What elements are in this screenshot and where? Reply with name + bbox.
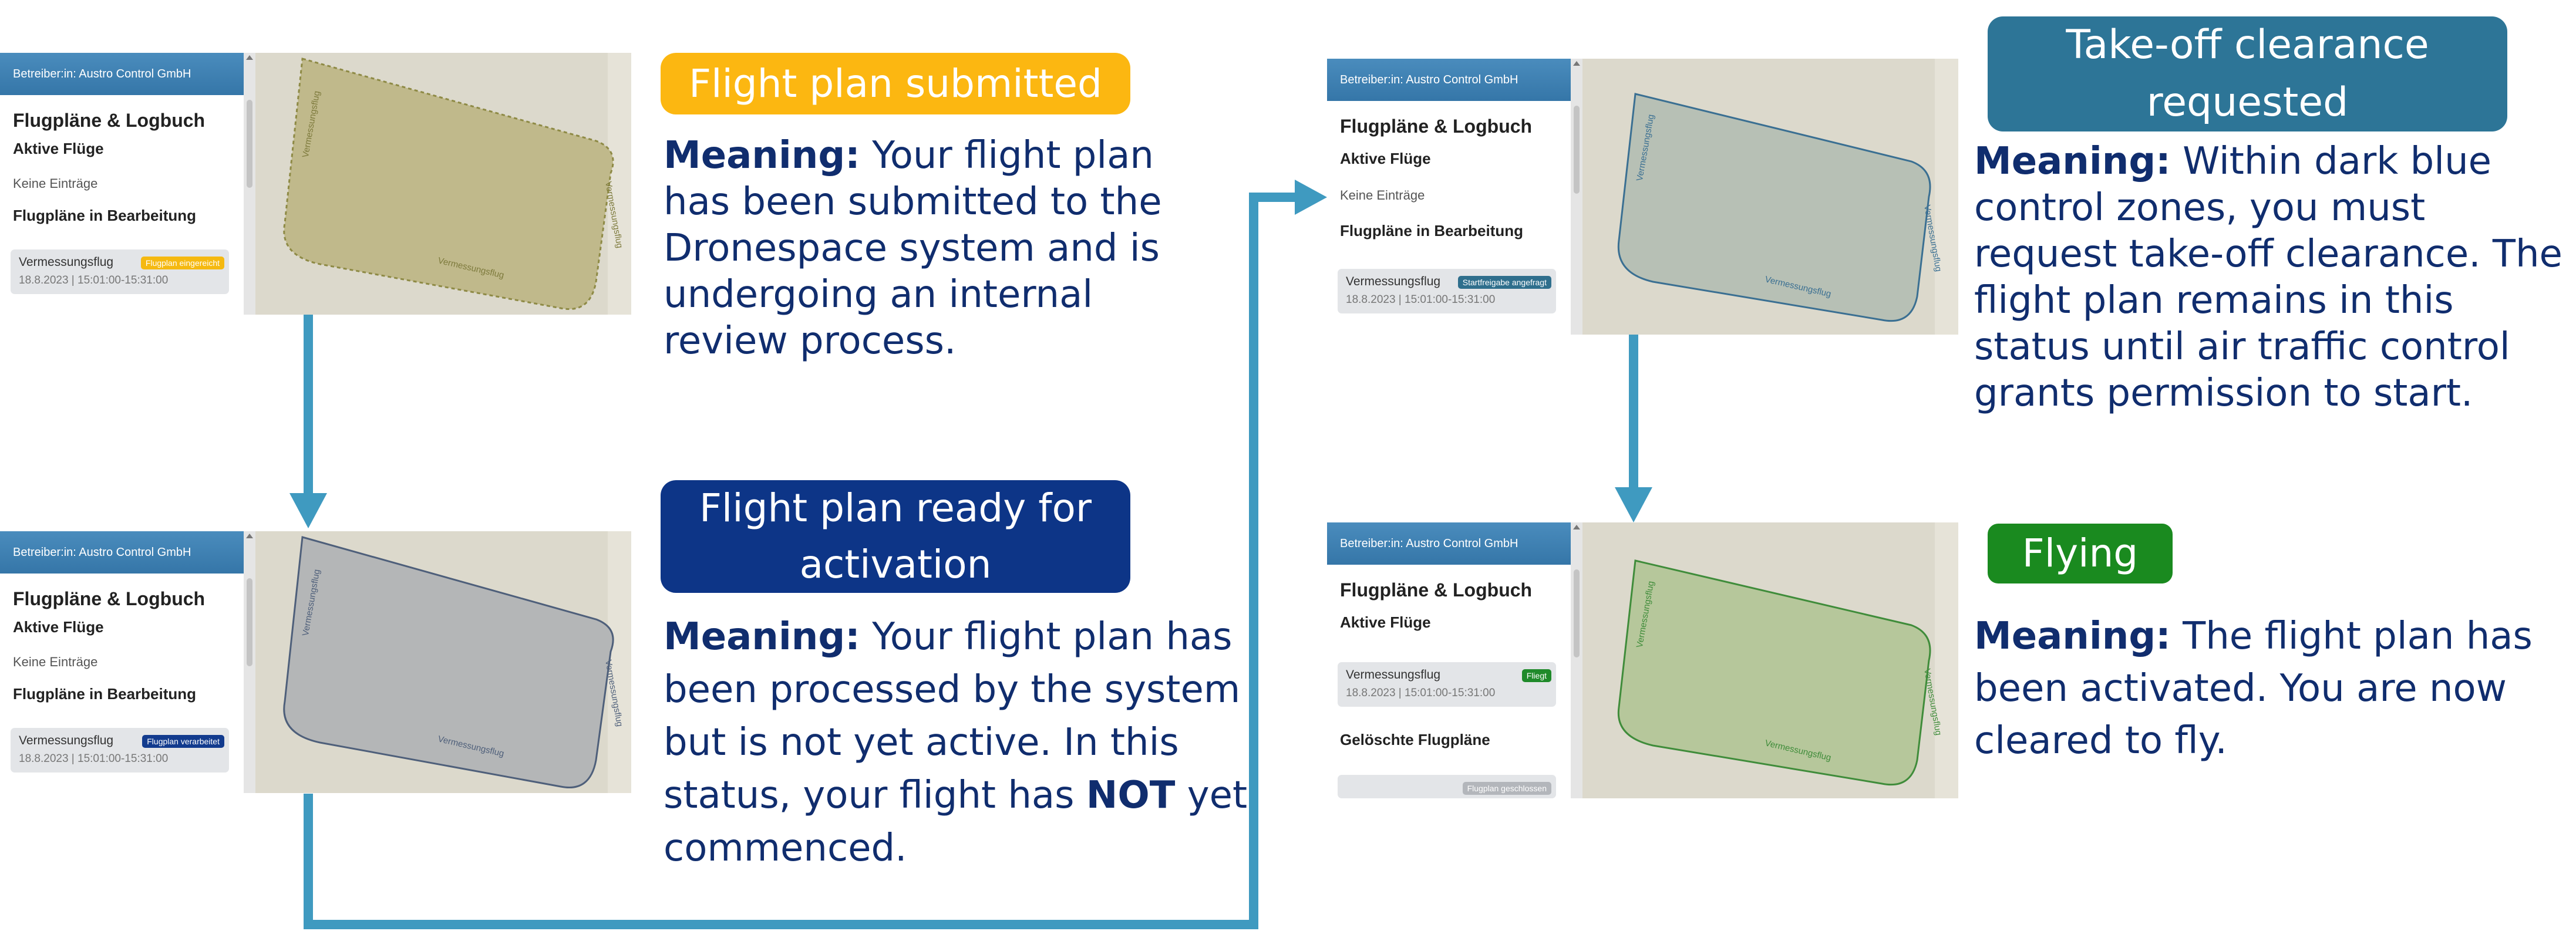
scroll-thumb[interactable] [247,100,252,188]
map-view[interactable]: Vermessungsflug Vermessungsflug Vermessu… [255,531,631,793]
active-flights-heading: Aktive Flüge [1340,613,1431,631]
meaning-label: Meaning: [664,134,860,177]
app-sidebar: Betreiber:in: Austro Control GmbH Flugpl… [1327,59,1582,335]
status-flying-text: The flight plan has been activated. You … [1974,615,2533,763]
scroll-up-icon[interactable] [1573,525,1580,529]
flight-name: Vermessungsflug [1346,275,1441,288]
app-title: Flugpläne & Logbuch [13,588,206,609]
arrow-ready-to-takeoff [304,193,1295,929]
status-submitted-title: Flight plan submitted [689,61,1102,106]
status-ready-title-line1: Flight plan ready for [699,485,1092,531]
active-flights-heading: Aktive Flüge [1340,150,1431,167]
meaning-label: Meaning: [1974,140,2171,183]
operator-header: Betreiber:in: Austro Control GmbH [0,53,244,95]
flight-card[interactable]: Vermessungsflug 18.8.2023 | 15:01:00-15:… [11,249,229,294]
flight-zone[interactable] [283,536,614,788]
flight-card[interactable]: Vermessungsflug 18.8.2023 | 15:01:00-15:… [11,728,229,773]
status-submitted-description: Meaning: Your flight plan has been submi… [664,133,1227,365]
status-flying-title: Flying [2022,531,2139,576]
active-flights-heading: Aktive Flüge [13,140,104,157]
scroll-thumb[interactable] [1574,569,1580,657]
status-submitted-title-box: Flight plan submitted [661,53,1130,114]
status-takeoff-title-line2: requested [2146,79,2349,126]
status-ready-title-line2: activation [799,542,992,587]
status-badge: Flugplan geschlossen [1462,782,1551,795]
in-progress-heading: Flugpläne in Bearbeitung [1340,222,1524,240]
status-badge: Flugplan verarbeitet [142,735,224,748]
operator-header: Betreiber:in: Austro Control GmbH [1327,522,1571,565]
deleted-heading: Gelöschte Flugpläne [1340,731,1490,748]
arrowhead-down-1 [289,493,327,528]
scrollbar[interactable] [244,531,255,793]
scroll-thumb[interactable] [1574,106,1580,194]
flight-card-closed[interactable]: Flugplan geschlossen [1338,775,1556,798]
map-view[interactable]: Vermessungsflug Vermessungsflug Vermessu… [255,53,631,315]
active-flights-heading: Aktive Flüge [13,618,104,636]
app-sidebar: Betreiber:in: Austro Control GmbH Flugpl… [0,531,255,793]
flight-card[interactable]: Vermessungsflug 18.8.2023 | 15:01:00-15:… [1338,269,1556,313]
flight-time: 18.8.2023 | 15:01:00-15:31:00 [1346,687,1496,699]
app-title: Flugpläne & Logbuch [13,110,206,131]
status-ready-description: Meaning: Your flight plan has been proce… [664,610,1251,875]
status-flying-description: Meaning: The flight plan has been activa… [1974,610,2567,767]
app-title: Flugpläne & Logbuch [1340,116,1533,137]
status-badge: Startfreigabe angefragt [1457,276,1551,289]
meaning-label: Meaning: [1974,615,2171,658]
map-view[interactable]: Vermessungsflug Vermessungsflug Vermessu… [1582,59,1958,335]
status-takeoff-title-box: Take-off clearance requested [1988,16,2507,131]
status-flying-title-box: Flying [1988,524,2173,583]
scrollbar[interactable] [1571,522,1582,798]
status-takeoff-description: Meaning: Within dark blue control zones,… [1974,139,2564,417]
no-entries-text: Keine Einträge [13,176,98,191]
scroll-up-icon[interactable] [246,534,253,538]
flight-zone[interactable] [283,58,614,310]
operator-header: Betreiber:in: Austro Control GmbH [0,531,244,574]
meaning-label: Meaning: [664,615,860,659]
flight-time: 18.8.2023 | 15:01:00-15:31:00 [19,753,169,765]
status-takeoff-title-line1: Take-off clearance [2066,22,2429,68]
status-submitted-text: Your flight plan has been submitted to t… [664,134,1162,363]
status-takeoff-text: Within dark blue control zones, you must… [1974,140,2562,415]
flight-name: Vermessungsflug [19,734,114,747]
flight-time: 18.8.2023 | 15:01:00-15:31:00 [1346,294,1496,306]
status-ready-text-end: yet commenced. [664,774,1248,870]
no-entries-text: Keine Einträge [1340,188,1425,203]
scroll-thumb[interactable] [247,578,252,666]
status-badge: Fliegt [1521,669,1551,682]
map-view[interactable]: Vermessungsflug Vermessungsflug Vermessu… [1582,522,1958,798]
operator-header: Betreiber:in: Austro Control GmbH [1327,59,1571,101]
scrollbar[interactable] [244,53,255,315]
arrowhead-down-2 [1615,487,1652,522]
status-ready-title-box: Flight plan ready for activation [661,480,1130,593]
flight-name: Vermessungsflug [19,255,114,269]
app-sidebar: Betreiber:in: Austro Control GmbH Flugpl… [1327,522,1582,798]
status-badge: Flugplan eingereicht [140,257,224,269]
flight-name: Vermessungsflug [1346,668,1441,682]
scroll-up-icon[interactable] [1573,61,1580,66]
status-ready-not: NOT [1086,774,1176,817]
scrollbar[interactable] [1571,59,1582,335]
flight-time: 18.8.2023 | 15:01:00-15:31:00 [19,274,169,286]
scroll-up-icon[interactable] [246,55,253,60]
app-title: Flugpläne & Logbuch [1340,579,1533,601]
status-ready-text: Your flight plan has been processed by t… [664,615,1241,817]
no-entries-text: Keine Einträge [13,655,98,669]
in-progress-heading: Flugpläne in Bearbeitung [13,685,197,703]
flight-zone[interactable] [1617,93,1931,322]
arrowhead-right [1295,180,1327,215]
flight-zone[interactable] [1617,559,1931,786]
flight-card[interactable]: Vermessungsflug 18.8.2023 | 15:01:00-15:… [1338,662,1556,707]
in-progress-heading: Flugpläne in Bearbeitung [13,207,197,224]
app-sidebar: Betreiber:in: Austro Control GmbH Flugpl… [0,53,255,315]
